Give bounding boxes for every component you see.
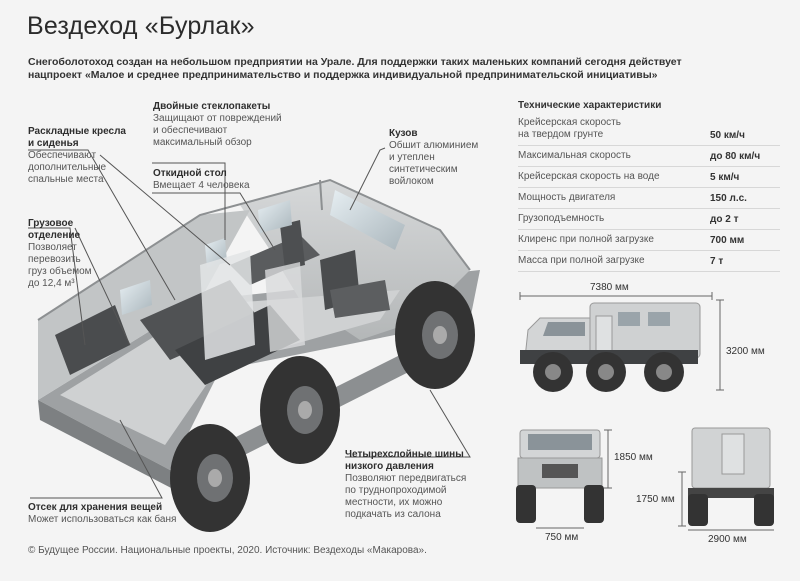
spec-row: Масса при полной загрузке 7 т	[518, 250, 780, 272]
callout-windows: Двойные стеклопакеты Защищают от поврежд…	[153, 101, 282, 149]
callout-desc: Может использоваться как баня	[28, 514, 177, 525]
spec-label: Масса при полной загрузке	[518, 255, 645, 266]
spec-value: 150 л.с.	[710, 193, 747, 204]
spec-row: Крейсерская скорость на твердом грунте 5…	[518, 112, 780, 146]
front-view	[516, 429, 612, 529]
spec-value: 50 км/ч	[710, 130, 745, 141]
callout-title: и сиденья	[28, 138, 79, 149]
callout-desc: Защищают от повреждений	[153, 113, 282, 124]
spec-value: до 80 км/ч	[710, 151, 761, 162]
wheel	[170, 424, 250, 532]
dim-front-height: 1850 мм	[614, 452, 653, 463]
subtitle-line-2: нацпроект «Малое и среднее предпринимате…	[28, 69, 658, 81]
callout-title: низкого давления	[345, 461, 434, 472]
side-wheel	[533, 352, 573, 392]
spec-row: Крейсерская скорость на воде 5 км/ч	[518, 166, 780, 188]
callout-title: Раскладные кресла	[28, 126, 126, 137]
leader-lines	[28, 147, 471, 499]
side-wheel	[586, 352, 626, 392]
side-view	[519, 292, 724, 392]
dim-rear-height: 1750 мм	[636, 494, 675, 505]
spec-row: Клиренс при полной загрузке 700 мм	[518, 229, 780, 251]
spec-label: Мощность двигателя	[518, 192, 616, 203]
spec-row: Мощность двигателя 150 л.с.	[518, 187, 780, 209]
spec-label: Максимальная скорость	[518, 150, 631, 161]
spec-value: 700 мм	[710, 235, 745, 246]
wheels	[170, 281, 475, 532]
callout-title: Откидной стол	[153, 168, 227, 179]
dim-height: 3200 мм	[726, 346, 765, 357]
callout-desc: груз объемом	[28, 266, 92, 277]
callout-seats: Раскладные кресла и сиденья Обеспечивают…	[28, 126, 126, 186]
callout-title: Четырехслойные шины	[345, 449, 464, 460]
callout-table: Откидной стол Вмещает 4 человека	[153, 168, 250, 192]
footer-source: © Будущее России. Национальные проекты, …	[28, 545, 427, 556]
callout-desc: максимальный обзор	[153, 137, 252, 148]
callout-desc: Вмещает 4 человека	[153, 180, 250, 191]
callout-desc: спальные места	[28, 174, 104, 185]
spec-label: Клиренс при полной загрузке	[518, 234, 654, 245]
callout-title: Двойные стеклопакеты	[153, 101, 271, 112]
callout-desc: Обеспечивают	[28, 150, 97, 161]
callout-desc: дополнительные	[28, 162, 107, 173]
callout-desc: Обшит алюминием	[389, 140, 479, 151]
callout-title: отделение	[28, 230, 81, 241]
callout-desc: по труднопроходимой	[345, 485, 447, 496]
spec-label: Грузоподъемность	[518, 213, 605, 224]
callout-storage: Отсек для хранения вещей Может использов…	[28, 502, 176, 526]
side-wheel	[644, 352, 684, 392]
window	[258, 200, 292, 233]
spec-value: 7 т	[710, 256, 724, 267]
rear-view	[678, 427, 774, 531]
callout-cargo: Грузовое отделение Позволяет перевозить …	[28, 218, 92, 290]
dim-width: 2900 мм	[708, 534, 747, 545]
spec-label: Крейсерская скорость на воде	[518, 171, 660, 182]
callout-desc: войлоком	[389, 176, 434, 187]
spec-label: Крейсерская скорость на твердом грунте	[518, 117, 621, 140]
spec-row: Грузоподъемность до 2 т	[518, 208, 780, 230]
callout-title: Отсек для хранения вещей	[28, 502, 163, 513]
callout-tires: Четырехслойные шины низкого давления Поз…	[345, 449, 466, 521]
wheel	[260, 356, 340, 464]
specs-title: Технические характеристики	[518, 100, 662, 111]
spec-value: 5 км/ч	[710, 172, 740, 183]
callout-title: Кузов	[389, 128, 418, 139]
callout-desc: синтетическим	[389, 164, 458, 175]
subtitle-line-1: Снегоболотоход создан на небольшом предп…	[28, 56, 682, 68]
page-subtitle: Снегоболотоход создан на небольшом предп…	[28, 56, 748, 82]
spec-row: Максимальная скорость до 80 км/ч	[518, 145, 780, 167]
callout-desc: перевозить	[28, 254, 81, 265]
callout-desc: Позволяют передвигаться	[345, 473, 467, 484]
wheel	[395, 281, 475, 389]
page-title: Вездеход «Бурлак»	[27, 12, 255, 40]
callout-title: Грузовое	[28, 218, 74, 229]
callout-desc: и обеспечивают	[153, 125, 228, 136]
dim-track: 750 мм	[545, 532, 579, 543]
callout-body: Кузов Обшит алюминием и утеплен синтетич…	[389, 128, 478, 188]
callout-desc: до 12,4 м³	[28, 278, 75, 289]
callout-desc: подкачать из салона	[345, 509, 441, 520]
window	[120, 280, 152, 315]
spec-value: до 2 т	[710, 214, 739, 225]
callout-desc: и утеплен	[389, 152, 435, 163]
dim-length: 7380 мм	[590, 282, 629, 293]
callout-desc: местности, их можно	[345, 497, 443, 508]
window	[330, 190, 405, 250]
callout-desc: Позволяет	[28, 242, 77, 253]
